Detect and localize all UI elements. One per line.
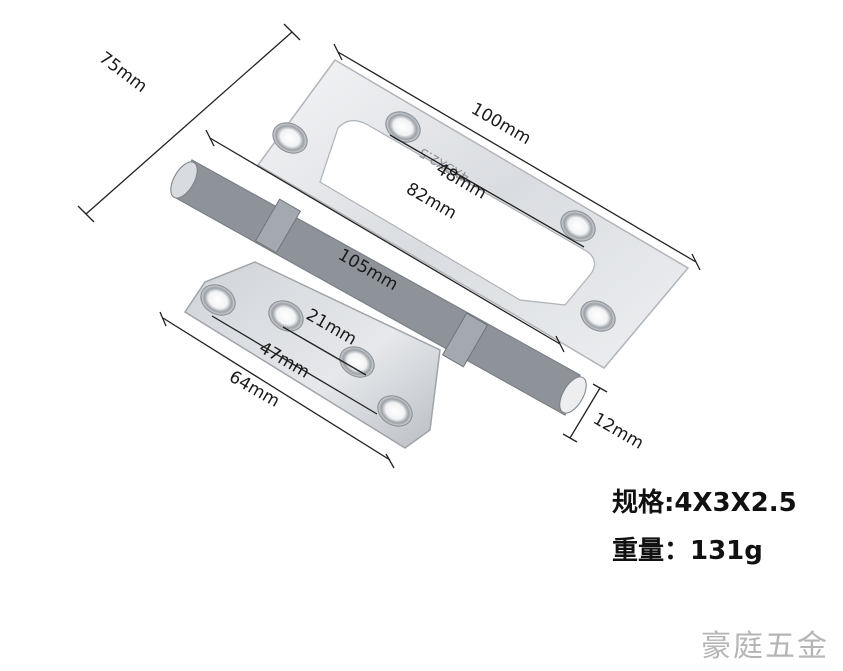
screw-hole [268, 300, 304, 332]
lower-hinge-leaf [183, 261, 441, 449]
brand-watermark: 豪庭五金 [701, 629, 829, 664]
screw-hole [272, 122, 308, 154]
screw-hole [200, 284, 236, 316]
barrel-end-cap-left [170, 161, 198, 199]
knuckle-joint-2 [441, 312, 489, 368]
dim-label-100mm: 100mm [468, 99, 535, 149]
dim-label-12mm: 12mm [590, 409, 647, 454]
screw-holes [200, 111, 616, 427]
knuckle-joint-1 [254, 198, 302, 254]
hinge-barrel [170, 159, 587, 416]
spec-weight-label: 重量：131g [612, 536, 763, 566]
screw-hole [580, 300, 616, 332]
screw-hole [339, 346, 375, 378]
upper-hinge-leaf: 4X3X2.5 [256, 59, 690, 369]
dimension-lines [77, 23, 701, 469]
spec-size-label: 规格:4X3X2.5 [612, 488, 797, 518]
dim-label-64mm: 64mm [226, 367, 283, 412]
barrel-end-cap-right [559, 376, 587, 414]
screw-hole [560, 210, 596, 242]
screw-hole [377, 395, 413, 427]
dim-label-75mm: 75mm [95, 48, 151, 97]
